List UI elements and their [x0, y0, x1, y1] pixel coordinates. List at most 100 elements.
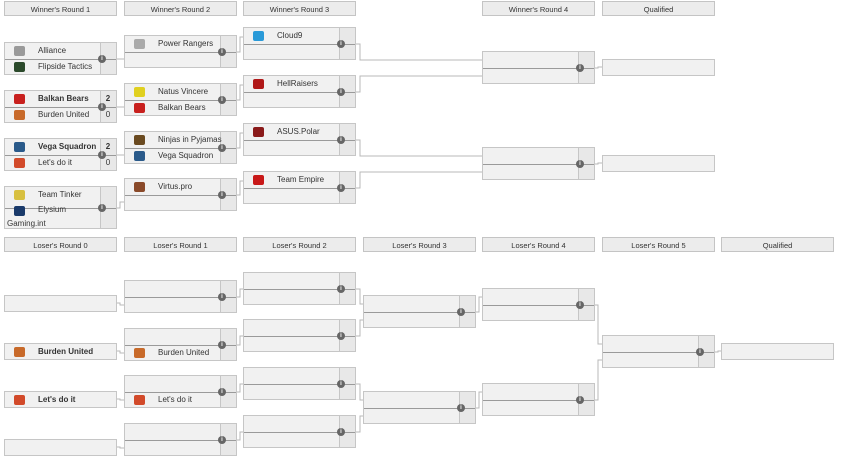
team-row[interactable]: Burden United: [125, 345, 221, 361]
info-icon[interactable]: i: [337, 428, 345, 436]
team-row[interactable]: Elysium Gaming.int: [5, 203, 101, 228]
info-icon[interactable]: i: [337, 380, 345, 388]
team-row[interactable]: [244, 92, 340, 108]
team-row[interactable]: [364, 392, 460, 408]
team-row[interactable]: [244, 368, 340, 384]
info-icon[interactable]: i: [218, 436, 226, 444]
team-row[interactable]: [483, 68, 579, 84]
info-icon[interactable]: i: [576, 396, 584, 404]
info-icon[interactable]: i: [98, 204, 106, 212]
match[interactable]: i: [243, 367, 356, 400]
info-icon[interactable]: i: [218, 191, 226, 199]
team-row[interactable]: Ninjas in Pyjamas: [125, 132, 222, 148]
team-row[interactable]: [125, 424, 221, 440]
team-row[interactable]: [483, 52, 579, 68]
info-icon[interactable]: i: [457, 404, 465, 412]
info-icon[interactable]: i: [576, 301, 584, 309]
team-slot[interactable]: Let's do it: [4, 391, 117, 408]
team-row[interactable]: [483, 384, 579, 400]
team-row[interactable]: Vega Squadron: [125, 148, 221, 164]
team-row[interactable]: [125, 297, 221, 313]
team-row[interactable]: ASUS.Polar: [244, 124, 340, 140]
info-icon[interactable]: i: [457, 308, 465, 316]
team-row[interactable]: [244, 44, 340, 60]
info-icon[interactable]: i: [218, 341, 226, 349]
team-row[interactable]: Let's do it: [125, 392, 221, 408]
info-icon[interactable]: i: [98, 151, 106, 159]
team-row[interactable]: [244, 188, 340, 204]
team-row[interactable]: [364, 408, 460, 424]
team-row[interactable]: Balkan Bears: [125, 100, 221, 116]
info-icon[interactable]: i: [576, 64, 584, 72]
info-icon[interactable]: i: [218, 388, 226, 396]
team-row[interactable]: HellRaisers: [244, 76, 340, 92]
team-row[interactable]: Virtus.pro: [125, 179, 221, 195]
team-slot[interactable]: [4, 295, 117, 312]
team-row[interactable]: [244, 432, 340, 448]
team-row[interactable]: [244, 273, 340, 289]
team-row[interactable]: Natus Vincere: [125, 84, 221, 100]
info-icon[interactable]: i: [218, 293, 226, 301]
info-icon[interactable]: i: [337, 332, 345, 340]
match[interactable]: i: [243, 319, 356, 352]
team-row[interactable]: Cloud9: [244, 28, 340, 44]
team-row[interactable]: [244, 320, 340, 336]
info-icon[interactable]: i: [576, 160, 584, 168]
team-row[interactable]: Team Empire: [244, 172, 340, 188]
info-icon[interactable]: i: [696, 348, 704, 356]
team-row[interactable]: [244, 416, 340, 432]
team-row[interactable]: [483, 305, 579, 321]
team-row[interactable]: [244, 384, 340, 400]
match[interactable]: i: [124, 280, 237, 313]
team-row[interactable]: [483, 289, 579, 305]
team-row[interactable]: [125, 195, 221, 211]
team-row[interactable]: [125, 281, 221, 297]
match[interactable]: i: [363, 295, 476, 328]
info-icon[interactable]: i: [337, 136, 345, 144]
info-icon[interactable]: i: [337, 285, 345, 293]
match[interactable]: i: [482, 147, 595, 180]
team-row[interactable]: Power Rangers: [125, 36, 221, 52]
info-icon[interactable]: i: [98, 55, 106, 63]
team-row[interactable]: [603, 352, 699, 368]
match[interactable]: i: [482, 51, 595, 84]
team-row[interactable]: [125, 52, 221, 68]
match[interactable]: i: [482, 383, 595, 416]
info-icon[interactable]: i: [98, 103, 106, 111]
team-row[interactable]: [244, 336, 340, 352]
team-slot[interactable]: [721, 343, 834, 360]
info-icon[interactable]: i: [337, 88, 345, 96]
match[interactable]: i: [124, 423, 237, 456]
team-row[interactable]: [483, 148, 579, 164]
info-icon[interactable]: i: [337, 184, 345, 192]
team-row[interactable]: [483, 164, 579, 180]
team-row[interactable]: [364, 312, 460, 328]
team-row[interactable]: [125, 329, 221, 345]
match[interactable]: i: [363, 391, 476, 424]
team-slot[interactable]: [4, 439, 117, 456]
team-row[interactable]: [603, 336, 699, 352]
team-slot[interactable]: [602, 155, 715, 172]
match[interactable]: i: [602, 335, 715, 368]
info-icon[interactable]: i: [218, 96, 226, 104]
match[interactable]: i: [243, 272, 356, 305]
info-icon[interactable]: i: [218, 48, 226, 56]
team-row[interactable]: Alliance: [5, 43, 101, 59]
